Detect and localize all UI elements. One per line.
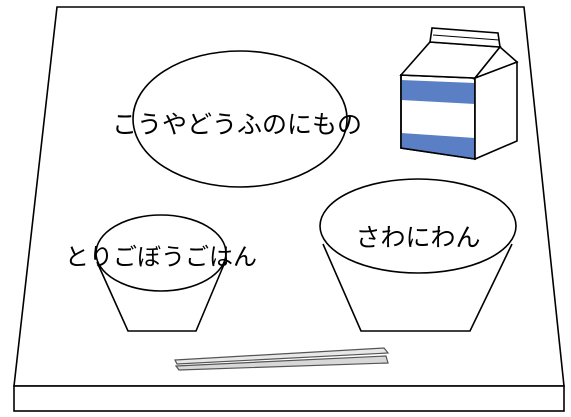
milk-carton-side [474, 60, 518, 161]
milk-carton-front-band [401, 80, 475, 104]
left-bowl-label: とりごぼうごはん [65, 243, 257, 271]
left-bowl: とりごぼうごはん [65, 214, 257, 332]
right-bowl-rim [319, 178, 517, 274]
chopstick-upper [174, 347, 390, 365]
left-bowl-rim [95, 214, 227, 292]
chopstick-lower [174, 355, 389, 371]
top-dish-label: こうやどうふのにもの [112, 110, 362, 139]
milk-carton-roof-side [472, 45, 519, 80]
right-bowl: さわにわん [319, 178, 517, 332]
tray-front-edge [13, 385, 565, 412]
top-dish: こうやどうふのにもの [112, 50, 362, 188]
milk-carton-front-band-bottom [401, 133, 475, 159]
top-dish-plate [132, 50, 348, 188]
milk-carton-icon [399, 27, 519, 161]
right-bowl-label: さわにわん [355, 223, 480, 252]
milk-carton-ridge [432, 34, 500, 41]
chopsticks-icon [174, 347, 390, 371]
